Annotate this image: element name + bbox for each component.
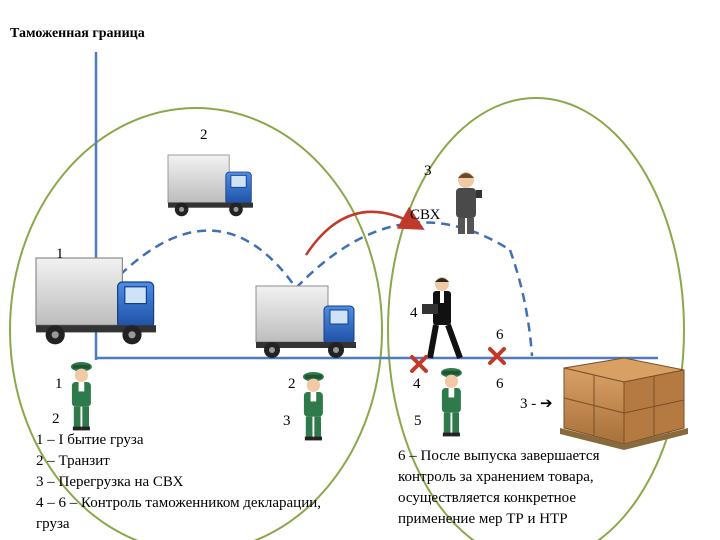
transit-route-right — [295, 221, 511, 289]
truck-icon — [255, 285, 357, 359]
legend-item: 2 – Транзит — [36, 453, 110, 469]
step-label: 3 - ➔ — [520, 396, 553, 412]
step-label: 5 — [414, 413, 422, 429]
reload-arrow — [304, 206, 425, 256]
warehouse-worker-icon — [456, 172, 482, 234]
step-label: 1 — [55, 376, 63, 392]
legend-item: контроль за хранением товара, — [398, 469, 594, 485]
cargo-pallet-icon — [560, 357, 688, 450]
customs-border-title: Таможенная граница — [10, 26, 145, 41]
legend-item: груза — [36, 516, 70, 532]
legend-item: 6 – После выпуска завершается — [398, 448, 600, 464]
step-label: 6 — [496, 327, 504, 343]
warehouse-label: СВХ — [410, 207, 441, 223]
legend-item: применение мер ТР и НТР — [398, 511, 568, 527]
cross-icon — [488, 347, 506, 365]
step-label: 4 — [410, 305, 418, 321]
truck-icon — [167, 154, 254, 217]
truck-icon — [35, 257, 157, 345]
legend-item: 3 – Перегрузка на СВХ — [36, 474, 184, 490]
right-zone-ellipse — [387, 97, 685, 540]
left-zone-ellipse — [9, 107, 383, 540]
legend-item: осуществляется конкретное — [398, 490, 577, 506]
step-label: 2 — [52, 411, 60, 427]
step-label: 2 — [288, 376, 296, 392]
step-label: 2 — [200, 127, 208, 143]
arrow-right-icon: ➔ — [536, 396, 553, 412]
transit-route-left — [119, 229, 298, 289]
step-label: 3 — [424, 163, 432, 179]
step-label: 4 — [413, 376, 421, 392]
officer-icon — [440, 368, 462, 437]
step-label: 1 — [56, 246, 64, 262]
inspector-icon — [422, 277, 463, 360]
legend-right: 6 – После выпуска завершается контроль з… — [398, 446, 599, 530]
officer-icon — [70, 362, 92, 431]
legend-left: 1 – I бытие груза 2 – Транзит 3 – Перегр… — [36, 430, 321, 535]
step-label: 3 — [283, 413, 291, 429]
legend-item: 1 – I бытие груза — [36, 432, 144, 448]
transit-route-down — [508, 249, 534, 357]
legend-item: 4 – 6 – Контроль таможенником декларации… — [36, 495, 322, 511]
step-label: 6 — [496, 376, 504, 392]
